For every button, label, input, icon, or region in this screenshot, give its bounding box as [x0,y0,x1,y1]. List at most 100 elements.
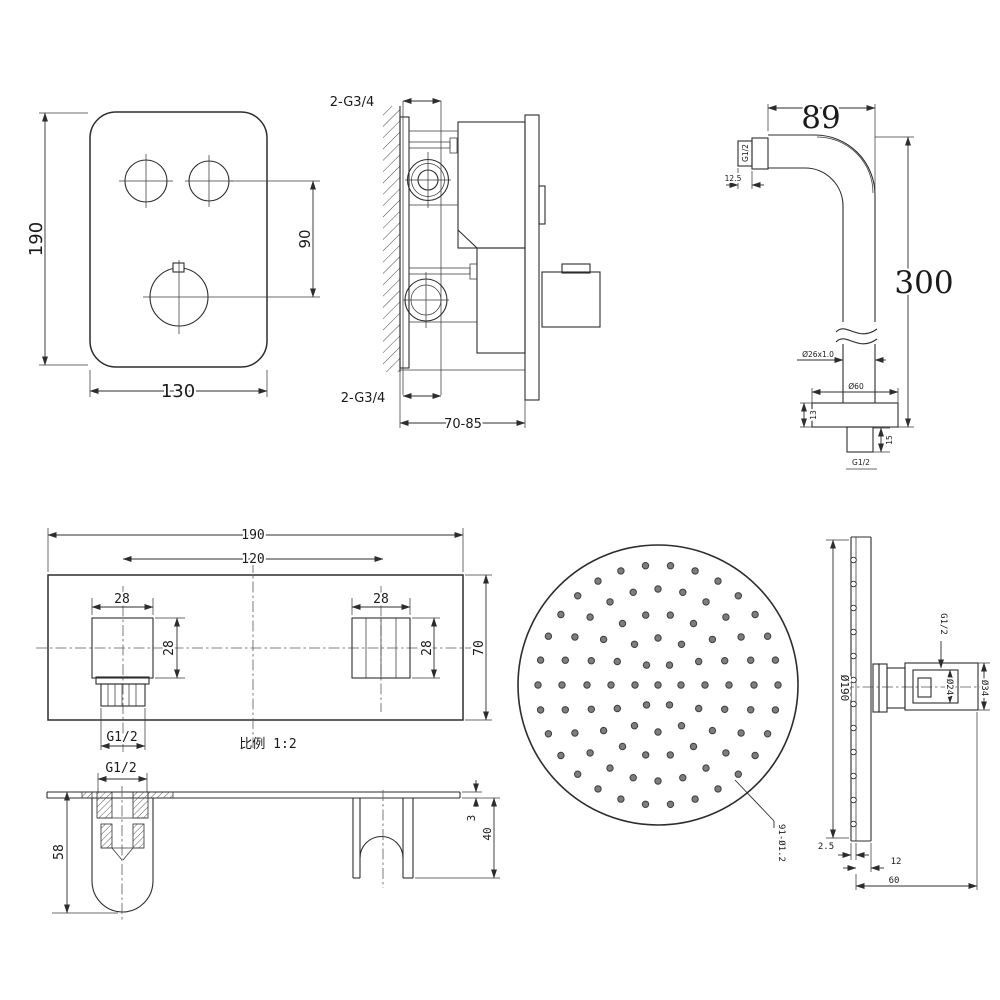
arm-length-label: 300 [894,265,953,301]
pipe-spec-label: Ø26x1.0 [802,350,834,359]
right-boss-height-label: 28 [420,640,435,656]
dim-flange-thickness: 13 [800,402,820,428]
head-inner-diameter-label: Ø24 [944,679,955,695]
arm-wall-thread [737,140,753,167]
spout-plate-width-label: 190 [241,528,264,543]
left-boss-width-label: 28 [114,592,130,607]
arm-wall-nut [751,137,769,170]
nipple-length-label: 15 [885,435,894,445]
fixing-screws [408,137,478,280]
dim-arm-wall-offset: 12.5 [723,168,764,189]
valve-body [400,114,601,401]
head-outline [517,544,799,826]
spout-section-view: G1/2 [46,759,500,922]
dim-valve-depth: 70-85 [399,372,526,434]
head-thread-callout: G1/2 [936,611,950,669]
spout-inlet-connector [95,676,150,707]
head-disc-side [850,536,872,842]
head-outer-diameter-label: Ø34 [979,680,990,696]
dim-flange-diameter: Ø60 [811,380,899,403]
head-connector [872,662,979,713]
valve-side-view: 2-G3/4 2-G3/4 70-85 [328,93,601,434]
bracket-height-label: 40 [481,827,494,840]
port-spacing-label: 120 [241,552,264,567]
valve-depth-label: 70-85 [444,417,482,432]
side-nozzle-bumps [850,556,857,828]
dim-head-diameter: Ø190 [826,539,853,839]
wall-hatch [383,106,400,372]
dim-head-outer-diameter: Ø34 [977,662,992,711]
panel-outline [89,111,268,368]
dim-panel-height: 190 [24,112,88,366]
section-inlet-thread-label: G1/2 [105,761,136,776]
mounting-plate [399,116,410,369]
dim-plate-thickness: 3 [462,780,482,823]
knob-notch [172,262,185,273]
dim-right-boss-width: 28 [351,590,411,615]
arm-inner-profile [768,167,844,403]
top-ports-label: 2-G3/4 [330,95,374,110]
dim-bottom-ports: 2-G3/4 [339,389,442,408]
spout-plate-outline [47,574,464,721]
arm-outlet-thread-label: G1/2 [852,458,870,467]
dim-face-thickness: 2.5 [816,840,869,860]
circle-spacing-label: 90 [296,229,314,248]
dim-nipple-length: 15 [873,427,896,453]
dim-left-boss-width: 28 [91,590,154,615]
bottom-inlet-port [403,272,449,328]
section-plate [46,791,461,799]
arm-outer-profile [768,134,876,403]
dim-arm-length: 300 [875,136,956,428]
arm-flange [811,402,899,428]
dim-edge-offset: 12 [843,843,903,872]
head-thread-label: G1/2 [938,613,948,635]
holes-label: 91-Ø1.2 [776,824,787,862]
holes-callout: 91-Ø1.2 [734,779,789,864]
right-boss-width-label: 28 [373,592,389,607]
dim-left-boss-height: 28 [155,617,185,679]
holder-bracket-section [352,790,414,888]
shower-head-side-view: Ø190 G1/2 Ø24 Ø34 [816,536,992,890]
dim-pipe-spec: Ø26x1.0 [797,348,886,363]
dim-head-inner-diameter: Ø24 [942,669,957,704]
flange-diameter-label: Ø60 [848,382,864,391]
panel-height-label: 190 [26,222,47,256]
dim-top-ports: 2-G3/4 [328,93,442,112]
top-inlet-port [405,152,451,208]
arm-wall-thread-label: G1/2 [741,144,750,162]
dim-spout-depth: 58 [50,791,118,914]
spout-depth-label: 58 [52,844,67,860]
shower-head-face-view: 91-Ø1.2 [517,544,799,864]
nozzle-holes [534,562,782,808]
arm-reach-label: 89 [801,100,840,136]
spout-boss [91,617,154,679]
dim-bracket-height: 40 [415,797,500,879]
pipe-break-symbol [835,322,878,345]
dim-spout-plate-height: 70 [465,574,492,721]
connector-length-label: 60 [889,876,900,886]
plate-thickness-label: 3 [465,815,478,822]
dim-connector-length: 60 [855,712,978,890]
spout-plate-height-label: 70 [472,640,487,656]
spout-body-section [91,786,154,922]
dim-panel-width: 130 [89,370,268,404]
left-boss-height-label: 28 [162,640,177,656]
spout-front-view: 190 120 28 28 [36,526,492,752]
dim-spout-plate-width: 190 [47,526,464,572]
edge-offset-label: 12 [891,857,902,867]
dim-port-spacing: 120 [122,550,384,569]
dim-spout-inlet-thread: G1/2 [100,708,146,750]
arm-outlet-thread-callout: G1/2 [846,456,877,470]
arm-wall-offset-label: 12.5 [725,174,742,183]
valve-back-plate [524,114,540,401]
shower-arm-view: G1/2 12.5 89 300 [723,98,956,470]
flange-thickness-label: 13 [809,410,818,420]
head-diameter-label: Ø190 [838,675,851,702]
spout-inlet-thread-label: G1/2 [106,730,137,745]
valve-cartridge-knob [541,271,601,328]
dim-section-inlet-thread: G1/2 [97,759,148,792]
arm-outlet-nipple [846,426,874,453]
holder-boss [351,617,411,679]
